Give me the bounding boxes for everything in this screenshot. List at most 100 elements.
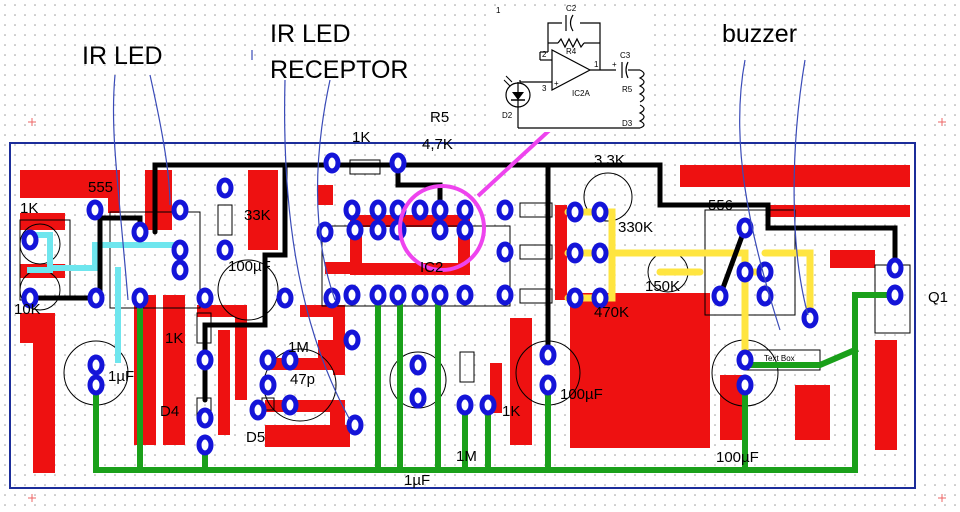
annotation-ir-led: IR LED: [82, 42, 163, 70]
copper-track-vertical-1: [235, 305, 247, 400]
pad-49: [539, 374, 557, 396]
pad-68: [249, 399, 267, 421]
annotation-leads: [112, 50, 809, 421]
inset-label-c3: C3: [620, 51, 631, 60]
pad-36: [343, 329, 361, 351]
pad-70: [171, 239, 189, 261]
pad-64: [736, 349, 754, 371]
label-150k: 150K: [645, 278, 680, 295]
inset-r5-coil: [638, 69, 645, 103]
inset-c2-wire: [547, 22, 562, 52]
lead-buzzer-2: [793, 59, 809, 316]
label-100uf-mid: 100µF: [560, 386, 603, 403]
pad-12: [196, 434, 214, 456]
copper-track-33k: [197, 305, 247, 317]
copper-pad-555-box: [318, 340, 333, 360]
copper-pad-right-2: [830, 250, 875, 268]
outline-cap-100uf-left: [217, 259, 279, 321]
label-1m-low: 1M: [456, 448, 477, 465]
inset-label-pin3: 3: [542, 84, 547, 93]
label-33k: 33K: [244, 207, 271, 224]
pad-28: [343, 284, 361, 306]
copper-ic2-top-pad: [325, 262, 360, 274]
pad-11: [196, 349, 214, 371]
copper-low-mid-pad: [330, 410, 345, 440]
pad-63: [886, 284, 904, 306]
copper-ic2-frame-bottom: [350, 263, 470, 275]
label-1k-mid: 1K: [165, 330, 183, 347]
pad-21: [343, 199, 361, 221]
pad-37: [346, 414, 364, 436]
copper-track-d5: [265, 425, 350, 447]
yellow-traces: [564, 208, 814, 359]
pad-40: [456, 394, 474, 416]
pad-5: [131, 287, 149, 309]
pad-54: [591, 242, 609, 264]
pad-29: [369, 284, 387, 306]
reference-marks: [28, 118, 946, 502]
pad-50: [566, 201, 584, 223]
label-330k: 330K: [618, 219, 653, 236]
copper-pad-330k: [555, 205, 567, 300]
schematic-inset: 1 C2 R4 C3 2 3 1 IC2A D2 R5 D3 + +: [490, 4, 650, 132]
pads: [21, 152, 904, 456]
pad-42: [496, 241, 514, 263]
outline-cap-330k: [583, 172, 633, 222]
outline-r-330k-3: [519, 288, 553, 304]
inset-label-plus-op: +: [554, 79, 559, 88]
pad-34: [496, 284, 514, 306]
ground-text-box: [742, 346, 859, 368]
outline-cap-left-connector-1: [19, 223, 61, 265]
copper-pad-top-right: [680, 165, 910, 187]
pad-43: [456, 219, 474, 241]
lead-buzzer-1: [739, 59, 781, 331]
pad-33: [456, 284, 474, 306]
pad-0: [86, 199, 104, 221]
pad-59: [711, 285, 729, 307]
label-556: 556: [708, 197, 733, 214]
pad-61: [801, 307, 819, 329]
copper-plane-right-low: [795, 385, 830, 440]
lead-receptor-1: [284, 79, 351, 421]
pad-3: [171, 259, 189, 281]
pad-17: [281, 394, 299, 416]
ground-traces: [93, 292, 903, 473]
inset-label-c2: C2: [566, 4, 577, 13]
jumper-top-bus: [152, 162, 898, 271]
outline-r-330k-2: [519, 244, 553, 260]
annotation-ir-led-receptor-2: RECEPTOR: [270, 56, 408, 84]
pad-18: [323, 152, 341, 174]
pad-13: [276, 287, 294, 309]
label-47p: 47p: [290, 371, 315, 388]
label-33k-right: 3,3K: [594, 152, 625, 169]
label-r5: R5: [430, 109, 449, 126]
outline-ic-556: [704, 209, 796, 316]
pad-46: [346, 219, 364, 241]
pad-16: [281, 349, 299, 371]
inset-d3-coil: [638, 104, 645, 129]
pad-52: [566, 287, 584, 309]
pad-9: [216, 239, 234, 261]
label-555: 555: [88, 179, 113, 196]
copper-pad-top-left: [20, 170, 120, 213]
pad-45: [369, 219, 387, 241]
inset-background: [490, 8, 650, 132]
inset-label-pin2: 2: [542, 50, 547, 59]
lead-ir-led-2: [149, 74, 171, 206]
copper-pad-right-1: [770, 205, 910, 217]
pad-2: [171, 199, 189, 221]
pad-22: [369, 199, 387, 221]
lead-ir-led-1: [112, 74, 129, 301]
outline-ic2: [321, 225, 511, 307]
jumper-ic2-top: [395, 162, 443, 211]
pad-20: [316, 221, 334, 243]
pad-24: [411, 199, 429, 221]
pad-56: [736, 217, 754, 239]
pad-14: [259, 349, 277, 371]
pad-66: [87, 354, 105, 376]
copper-pad-left-lower-2: [163, 295, 185, 445]
ic2-highlight-circle: [398, 184, 486, 272]
inset-label-opamp: IC2A: [572, 89, 590, 98]
